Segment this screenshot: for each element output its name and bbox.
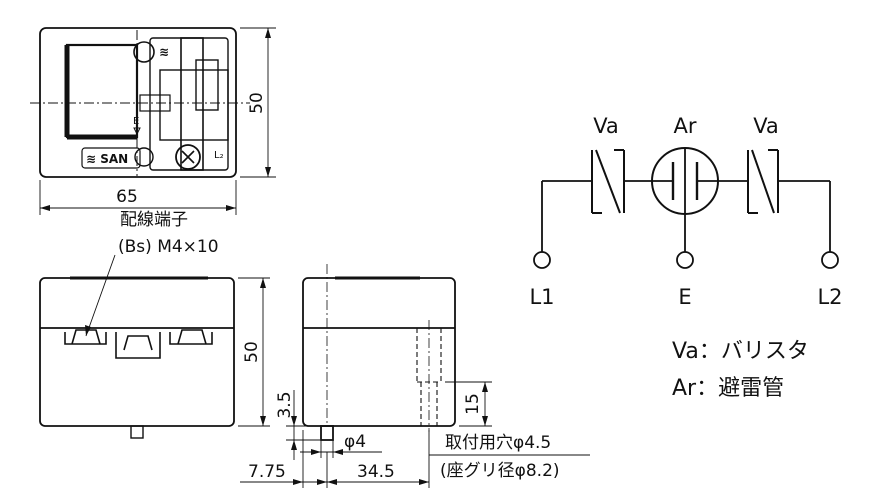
e-mark: E bbox=[133, 116, 139, 127]
top-view-screw-top-icon bbox=[133, 41, 155, 63]
top-view: ≋ ≋ SAN E L₂ 65 50 bbox=[30, 27, 276, 215]
varistor-right-symbol bbox=[747, 149, 779, 214]
label-ar: Ar bbox=[674, 114, 697, 138]
front-height-dim: 50 bbox=[242, 341, 262, 363]
front-view-body bbox=[39, 277, 235, 427]
label-va-left: Va bbox=[593, 114, 619, 138]
side-foot-peg bbox=[320, 425, 334, 441]
dim-15: 15 bbox=[463, 393, 483, 415]
circuit-diagram: Va Ar Va L1 E L2 bbox=[529, 114, 842, 309]
dim-7-75: 7.75 bbox=[248, 462, 286, 482]
front-terminal-center bbox=[115, 332, 161, 359]
terminal-e-icon bbox=[676, 251, 694, 269]
varistor-left-symbol bbox=[591, 149, 625, 214]
front-view: 配線端子 (Bs) M4×10 50 bbox=[39, 210, 270, 439]
legend-va: Va：バリスタ bbox=[672, 339, 809, 364]
terminal-l1-icon bbox=[533, 251, 551, 269]
dim-3-5: 3.5 bbox=[275, 391, 295, 418]
label-l2: L2 bbox=[817, 285, 842, 309]
terminal-label-line1: 配線端子 bbox=[120, 210, 188, 230]
label-l1: L1 bbox=[529, 285, 554, 309]
front-terminal-right bbox=[169, 329, 213, 345]
terminal-l2-icon bbox=[821, 251, 839, 269]
dim-phi4: φ4 bbox=[344, 432, 366, 452]
hole-note-line2: (座グリ径φ8.2) bbox=[440, 461, 560, 481]
terminal-label-line2: (Bs) M4×10 bbox=[118, 237, 219, 257]
legend-ar: Ar：避雷管 bbox=[672, 376, 784, 401]
bottom-logo: ≋ SAN bbox=[86, 152, 128, 166]
top-view-screw-bottom-icon bbox=[175, 144, 201, 170]
legend: Va：バリスタ Ar：避雷管 bbox=[672, 339, 809, 401]
label-va-right: Va bbox=[753, 114, 779, 138]
label-e: E bbox=[678, 285, 691, 309]
top-logo: ≋ bbox=[159, 45, 169, 59]
top-view-cover bbox=[65, 43, 139, 139]
hole-note-line1: 取付用穴φ4.5 bbox=[445, 433, 551, 453]
l2-mark: L₂ bbox=[214, 150, 224, 161]
side-view-body bbox=[302, 277, 456, 427]
dim-34-5: 34.5 bbox=[357, 462, 395, 482]
side-view: 3.5 15 φ4 7.75 34.5 取付用穴φ4.5 (座グリ径φ8.2) bbox=[240, 264, 590, 488]
front-terminal-left bbox=[64, 329, 107, 345]
top-width-dim: 65 bbox=[116, 187, 138, 207]
top-height-dim: 50 bbox=[247, 92, 267, 114]
